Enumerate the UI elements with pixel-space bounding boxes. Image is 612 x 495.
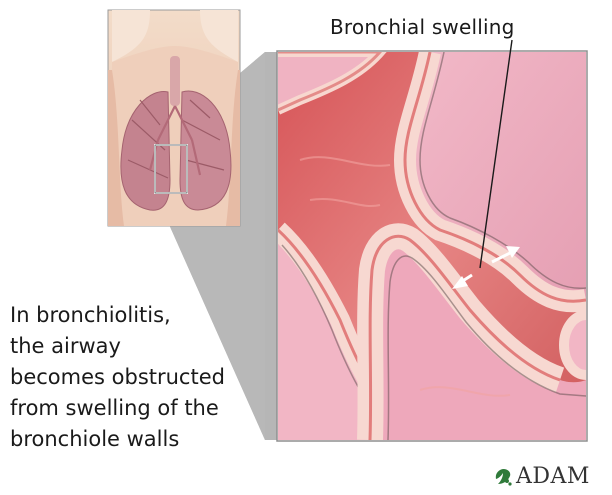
caption-line: In bronchiolitis,: [10, 300, 260, 331]
brand-text: ADAM: [516, 466, 590, 488]
caption-line: the airway: [10, 331, 260, 362]
vine-leaf-icon: [492, 466, 514, 488]
bronchiole-zoom-panel: [277, 51, 608, 441]
caption: In bronchiolitis, the airway becomes obs…: [10, 300, 260, 455]
caption-line: from swelling of the: [10, 393, 260, 424]
caption-line: becomes obstructed: [10, 362, 260, 393]
caption-line: bronchiole walls: [10, 424, 260, 455]
torso-thumbnail: [108, 10, 240, 226]
bronchial-swelling-label: Bronchial swelling: [330, 15, 515, 39]
adam-logo: ADAM: [492, 466, 590, 488]
